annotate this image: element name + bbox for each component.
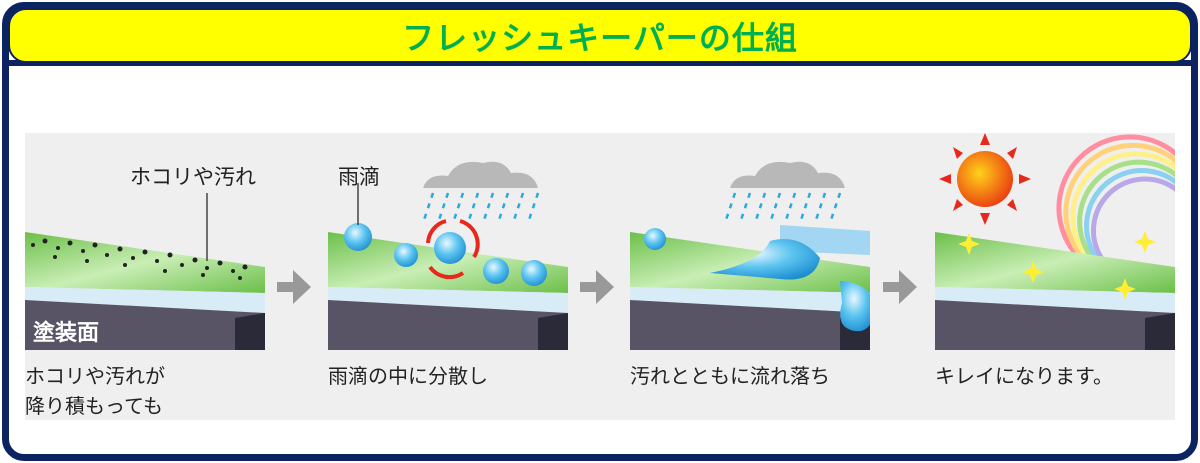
step-2: 雨滴 雨滴の中に分散し bbox=[328, 133, 568, 420]
coated-surface-illustration bbox=[25, 193, 265, 350]
dirt-particles bbox=[31, 238, 248, 280]
clean-surface-illustration bbox=[935, 133, 1175, 350]
step-4: キレイになります。 bbox=[935, 133, 1175, 420]
sparkle-icons bbox=[958, 231, 1156, 300]
step-4-caption: キレイになります。 bbox=[935, 364, 1113, 388]
arrow-right-icon bbox=[883, 270, 917, 304]
step-3: 汚れとともに流れ落ち bbox=[630, 133, 870, 420]
arrow-right-icon bbox=[580, 270, 614, 304]
step-2-caption: 雨滴の中に分散し bbox=[328, 364, 488, 388]
dirt-label: ホコリや汚れ bbox=[130, 165, 256, 189]
title-bar: フレッシュキーパーの仕組 bbox=[8, 8, 1192, 63]
raindrop-label: 雨滴 bbox=[338, 165, 380, 189]
dirt-washing-illustration bbox=[630, 161, 870, 350]
page-title: フレッシュキーパーの仕組 bbox=[402, 18, 798, 57]
paint-surface-label: 塗装面 bbox=[33, 321, 100, 346]
step-1-caption: ホコリや汚れが 降り積もっても bbox=[25, 364, 165, 418]
raindrop-illustration bbox=[328, 161, 568, 350]
sun-icon bbox=[939, 133, 1031, 225]
diagram-panel: ホコリや汚れ 塗装面 ホコリや汚れが 降り積もっても 雨滴 雨滴の中に分散し bbox=[25, 133, 1175, 420]
divider bbox=[8, 60, 1192, 66]
step-3-caption: 汚れとともに流れ落ち bbox=[630, 364, 830, 388]
step-1: ホコリや汚れ 塗装面 ホコリや汚れが 降り積もっても bbox=[25, 133, 265, 420]
arrow-right-icon bbox=[277, 270, 311, 304]
